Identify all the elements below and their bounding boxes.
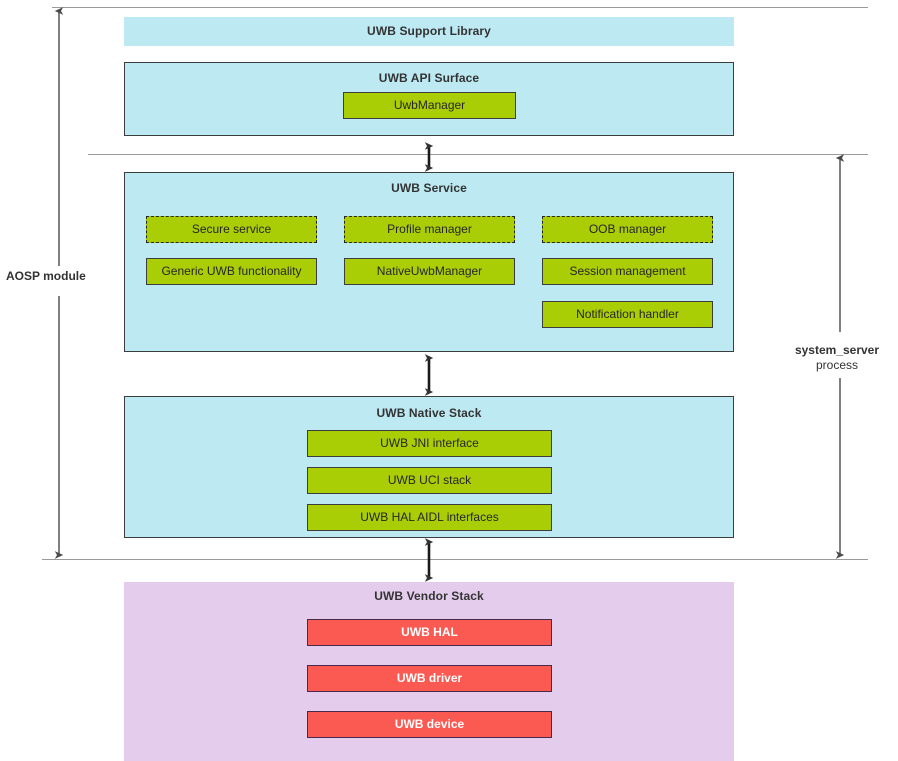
- layer-uwb-service-title: UWB Service: [391, 181, 467, 195]
- component-native-uwb-manager[interactable]: NativeUwbManager: [344, 258, 515, 285]
- top-boundary-rule: [52, 7, 868, 8]
- component-uwb-jni-interface[interactable]: UWB JNI interface: [307, 430, 552, 457]
- component-uwb-driver[interactable]: UWB driver: [307, 665, 552, 692]
- layer-api-surface: UWB API Surface: [124, 62, 734, 136]
- aosp-module-label-strong: AOSP module: [6, 269, 86, 283]
- component-uwb-hal-aidl-interfaces[interactable]: UWB HAL AIDL interfaces: [307, 504, 552, 531]
- component-secure-service[interactable]: Secure service: [146, 216, 317, 243]
- component-generic-uwb-functionality[interactable]: Generic UWB functionality: [146, 258, 317, 285]
- layer-support-library-title: UWB Support Library: [367, 24, 491, 38]
- component-uwb-manager[interactable]: UwbManager: [343, 92, 516, 119]
- aosp-module-label: AOSP module: [6, 269, 106, 284]
- bottom-boundary-rule: [42, 559, 868, 560]
- component-uwb-uci-stack[interactable]: UWB UCI stack: [307, 467, 552, 494]
- component-session-management[interactable]: Session management: [542, 258, 713, 285]
- component-profile-manager[interactable]: Profile manager: [344, 216, 515, 243]
- component-uwb-device[interactable]: UWB device: [307, 711, 552, 738]
- layer-support-library: UWB Support Library: [124, 17, 734, 46]
- api-service-boundary-rule: [88, 154, 868, 155]
- system-server-label-strong: system_server: [794, 343, 880, 357]
- layer-vendor-stack-title: UWB Vendor Stack: [374, 589, 484, 603]
- system-server-label: system_server process: [778, 343, 896, 373]
- component-oob-manager[interactable]: OOB manager: [542, 216, 713, 243]
- layer-native-stack-title: UWB Native Stack: [376, 406, 482, 420]
- system-server-label-light: process: [815, 358, 859, 372]
- component-notification-handler[interactable]: Notification handler: [542, 301, 713, 328]
- component-uwb-hal[interactable]: UWB HAL: [307, 619, 552, 646]
- layer-api-surface-title: UWB API Surface: [378, 71, 480, 85]
